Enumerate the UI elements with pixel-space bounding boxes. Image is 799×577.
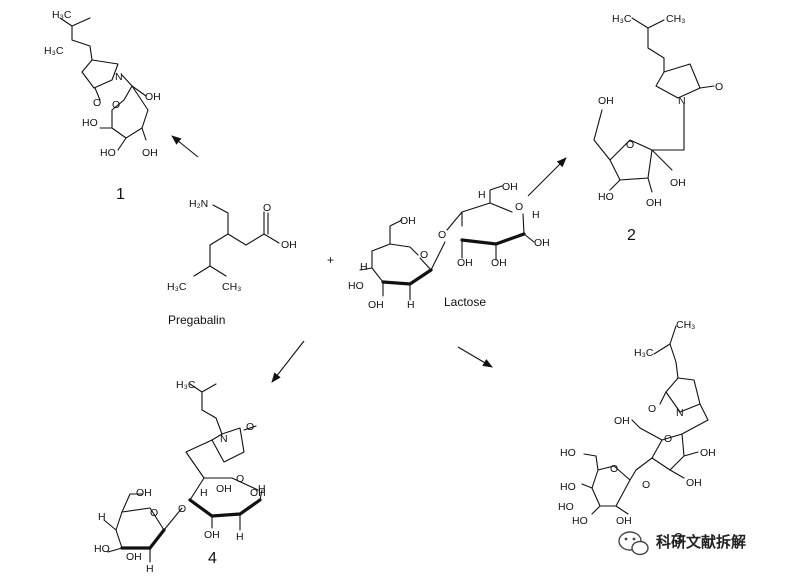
p2-n: N [678,95,686,107]
p3-n: N [676,407,684,419]
product-1-structure: H₃C H₃C N O O OH HO HO OH 1 [44,9,161,203]
product-3-structure: H₃C CH₃ O N OH O OH OH HO O O HO HO OH H… [558,319,716,548]
p4-h-1: H [258,483,266,495]
product-4-number: 4 [208,550,217,567]
pregabalin-structure: H₂N O OH H₃C CH₃ Pregabalin [167,198,297,327]
p1-h3c: H₃C [52,9,72,21]
p4-ring-o-2: O [150,507,158,519]
p4-oh-5: OH [126,551,142,563]
arrow-to-1 [171,135,199,158]
p2-oh-1: OH [598,95,614,107]
p3-ho-4: HO [558,501,574,513]
wechat-icon [618,531,649,556]
p3-oh-2: OH [700,447,716,459]
p2-oh-3: OH [646,197,662,209]
product-2-number: 2 [627,227,636,244]
lactose-oh-1: OH [400,215,416,227]
lactose-oh-6: OH [491,257,507,269]
p1-ho-2: HO [100,147,116,159]
p4-bridge-o: O [178,503,186,515]
p1-h3c-2: H₃C [44,45,64,57]
p1-ring-o: O [112,99,120,111]
arrow-to-2 [527,157,567,197]
methyl-left-label: H₃C [167,281,187,293]
p3-h3c: H₃C [634,347,654,359]
p4-h3c: H₃C [176,379,196,391]
plus-sign: + [327,253,334,267]
p4-n: N [220,433,228,445]
product-4-structure: H₃C O N O H OH OH O H OH H OH O H HO OH … [94,379,266,575]
watermark-text: 科研文献拆解 [656,533,746,551]
amine-label: H₂N [189,198,208,210]
p2-ho: HO [598,191,614,203]
p1-oh-2: OH [142,147,158,159]
p2-ring-o: O [626,139,634,151]
pregabalin-label: Pregabalin [168,313,225,327]
p3-carbonyl-o: O [648,403,656,415]
p1-oh-1: OH [145,91,161,103]
p1-ho-1: HO [82,117,98,129]
lactose-h-4: H [532,209,540,221]
lactose-h-3: H [478,189,486,201]
reaction-arrows [171,135,567,383]
p2-oh-2: OH [670,177,686,189]
p3-ring-o-1: O [664,433,672,445]
lactose-bridge-o: O [438,229,446,241]
p3-ho-1: HO [560,447,576,459]
product-1-number: 1 [116,186,125,203]
p4-oh-3: OH [204,529,220,541]
p3-ho-2: HO [560,481,576,493]
p2-h3c: H₃C [612,13,632,25]
p4-ho-1: HO [94,543,110,555]
p2-carbonyl-o: O [715,81,723,93]
p2-ch3: CH₃ [666,13,685,25]
lactose-ring-o-2: O [515,201,523,213]
p4-oh-2: OH [250,487,266,499]
p4-h-4: H [98,511,106,523]
lactose-ho-1: HO [348,280,364,292]
acid-oh-label: OH [281,239,297,251]
p4-h-3: H [236,531,244,543]
lactose-h-1: H [360,261,368,273]
p4-carbonyl-o: O [246,421,254,433]
arrow-to-4 [271,340,305,383]
lactose-h-2: H [407,299,415,311]
watermark: 科研文献拆解 [618,531,746,556]
p4-ring-o-1: O [236,473,244,485]
lactose-oh-4: OH [534,237,550,249]
product-3-number: 3 [674,531,683,548]
methyl-right-label: CH₃ [222,281,241,293]
p4-h-5: H [146,563,154,575]
p3-ring-o-2: O [610,463,618,475]
p3-oh-3: OH [686,477,702,489]
p4-oh-4: OH [136,487,152,499]
product-2-structure: H₃C CH₃ O N OH O OH HO OH 2 [593,13,723,244]
p1-carbonyl-o: O [93,97,101,109]
p3-oh-1: OH [614,415,630,427]
p3-bridge-o: O [642,479,650,491]
p1-n: N [115,71,123,83]
p4-h-2: H [200,487,208,499]
lactose-oh-2: OH [368,299,384,311]
lactose-structure: OH O H HO OH H O H OH O H OH OH OH Lacto… [348,181,550,311]
p4-oh-1: OH [216,483,232,495]
carbonyl-o-label: O [263,202,271,214]
arrow-to-3 [457,346,493,368]
lactose-oh-3: OH [502,181,518,193]
p3-oh-4: OH [616,515,632,527]
lactose-ring-o-1: O [420,249,428,261]
lactose-oh-5: OH [457,257,473,269]
p3-ch3: CH₃ [676,319,695,331]
lactose-label: Lactose [444,295,486,309]
p3-ho-3: HO [572,515,588,527]
